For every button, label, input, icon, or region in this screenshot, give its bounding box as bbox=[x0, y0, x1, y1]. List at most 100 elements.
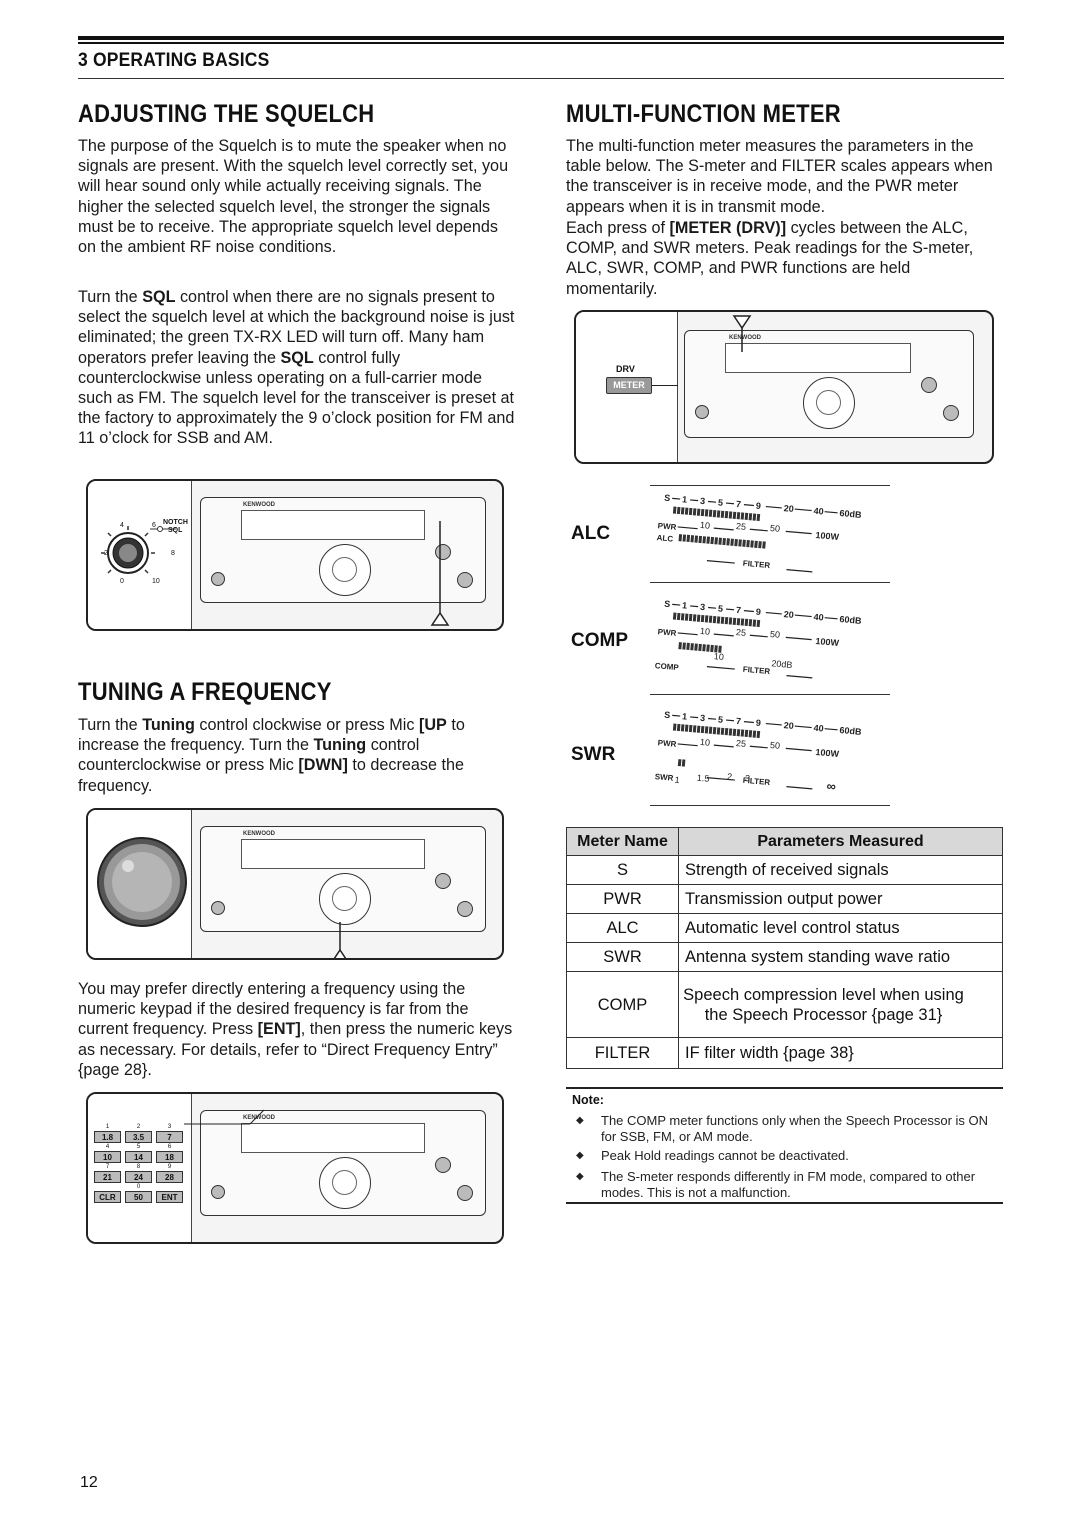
scale-2: 2 bbox=[104, 550, 108, 557]
meter-name-cell: FILTER bbox=[566, 1037, 679, 1069]
sql-knob-inset: NOTCH SQL 4 6 2 8 0 10 bbox=[88, 481, 192, 629]
meter-radio-illustration: DRV METER KENWOOD bbox=[574, 310, 994, 464]
radio-display bbox=[241, 510, 425, 540]
tuning-knob bbox=[803, 377, 855, 429]
s-scale-label: 20 bbox=[783, 503, 794, 514]
notch-label: NOTCH bbox=[163, 519, 188, 526]
s-meter-segment bbox=[708, 509, 713, 517]
comp-meter-segment bbox=[686, 642, 690, 651]
pwr-scale-line bbox=[677, 743, 698, 747]
sql-knob-icon bbox=[101, 526, 176, 574]
pwr-scale-label: 100W bbox=[815, 747, 840, 759]
keypad-key[interactable]: 18 bbox=[156, 1151, 183, 1163]
s-meter-segment bbox=[680, 507, 685, 515]
s-meter-segment bbox=[688, 507, 693, 516]
note-item: ◆Peak Hold readings cannot be deactivate… bbox=[576, 1148, 849, 1163]
meter-name-header: Meter Name bbox=[566, 827, 679, 856]
s-meter-segment bbox=[736, 729, 741, 737]
alc-meter-segment bbox=[754, 540, 758, 548]
keypad-key[interactable]: 1.8 bbox=[94, 1131, 121, 1143]
parameter-cell: IF filter width {page 38} bbox=[678, 1037, 1003, 1069]
s-meter-segment bbox=[728, 617, 733, 625]
pwr-scale-label: 10 bbox=[700, 737, 711, 748]
keypad-key[interactable]: 28 bbox=[156, 1171, 183, 1183]
meter-rule bbox=[650, 805, 890, 806]
chapter-underline bbox=[78, 78, 1004, 79]
drv-label: DRV bbox=[616, 364, 635, 374]
s-meter-segment bbox=[724, 511, 729, 519]
s-meter-segment bbox=[716, 727, 721, 735]
s-scale-label: 9 bbox=[755, 718, 761, 728]
s-meter-segment bbox=[752, 619, 757, 627]
s-meter-segment bbox=[692, 508, 697, 516]
alc-meter-segment bbox=[690, 535, 695, 543]
scale-6: 6 bbox=[152, 522, 156, 529]
s-meter-segment bbox=[740, 512, 745, 520]
s-meter-segment bbox=[696, 614, 701, 622]
filter-line bbox=[786, 785, 813, 790]
keypad-key[interactable]: 21 bbox=[94, 1171, 121, 1183]
s-meter-segment bbox=[756, 730, 761, 739]
alc-meter-segment bbox=[726, 538, 730, 546]
header-rule bbox=[78, 36, 1004, 44]
comp-meter-segment bbox=[714, 645, 718, 653]
alc-meter-segment bbox=[750, 540, 754, 548]
keypad-sub-label: 9 bbox=[167, 1164, 172, 1170]
s-scale-label: 20 bbox=[783, 609, 794, 620]
pwr-scale-label: 50 bbox=[770, 740, 781, 751]
meter-button-inset: DRV METER bbox=[576, 312, 678, 462]
keypad-key[interactable]: ENT bbox=[156, 1191, 183, 1203]
swr-scale-label: 2 bbox=[727, 771, 733, 781]
s-meter-segment bbox=[704, 726, 709, 734]
alc-meter-segment bbox=[710, 536, 714, 545]
alc-meter-segment bbox=[694, 535, 699, 543]
s-meter-segment bbox=[684, 507, 689, 515]
keypad-key[interactable]: 3.5 bbox=[125, 1131, 152, 1143]
brand-label: KENWOOD bbox=[243, 1115, 275, 1121]
brand-label: KENWOOD bbox=[243, 831, 275, 837]
alc-meter-segment bbox=[706, 536, 711, 544]
keypad-key[interactable]: 24 bbox=[125, 1171, 152, 1183]
s-scale-label: S bbox=[664, 599, 671, 609]
keypad-key[interactable]: 7 bbox=[156, 1131, 183, 1143]
s-meter-segment bbox=[700, 508, 705, 517]
keypad-sub-label: 3 bbox=[167, 1124, 172, 1130]
s-scale-label: 60dB bbox=[839, 508, 862, 520]
pointer-arrow-icon bbox=[430, 521, 450, 626]
tuning-paragraph-2: You may prefer directly entering a frequ… bbox=[78, 980, 513, 1079]
keypad-key[interactable]: 10 bbox=[94, 1151, 121, 1163]
tuning-knob bbox=[319, 1157, 371, 1209]
meter-name-cell: S bbox=[566, 855, 679, 885]
tuning-knob bbox=[319, 873, 371, 925]
squelch-paragraph-1: The purpose of the Squelch is to mute th… bbox=[78, 137, 509, 257]
s-scale-label: S bbox=[664, 710, 671, 720]
s-scale-label: 9 bbox=[755, 607, 761, 617]
comp-meter-segment bbox=[682, 642, 686, 650]
alc-meter-segment bbox=[738, 539, 742, 547]
scale-10: 10 bbox=[152, 578, 160, 585]
s-scale-line bbox=[765, 611, 782, 615]
alc-meter-segment bbox=[686, 534, 691, 543]
mic-jack bbox=[211, 572, 225, 586]
filter-line bbox=[706, 777, 735, 781]
s-scale-label: 3 bbox=[700, 602, 706, 612]
s-meter-segment bbox=[688, 724, 693, 733]
keypad-key[interactable]: 14 bbox=[125, 1151, 152, 1163]
alc-meter-segment bbox=[678, 534, 683, 542]
s-meter-segment bbox=[688, 613, 693, 622]
keypad-key[interactable]: 50 bbox=[125, 1191, 152, 1203]
s-scale-label: 40 bbox=[813, 506, 824, 517]
keypad-key[interactable]: CLR bbox=[94, 1191, 121, 1203]
parameters-header: Parameters Measured bbox=[678, 827, 1003, 856]
s-meter-segment bbox=[708, 726, 713, 734]
s-meter-segment bbox=[704, 615, 709, 623]
af-knob bbox=[435, 1157, 451, 1173]
swr-meter-segment bbox=[681, 759, 686, 767]
s-meter-segment bbox=[744, 512, 749, 521]
s-scale-line bbox=[708, 717, 717, 720]
tuning-paragraph-1: Turn the Tuning control clockwise or pre… bbox=[78, 716, 465, 795]
transceiver-front-panel: KENWOOD bbox=[684, 330, 974, 438]
radio-display bbox=[241, 1123, 425, 1153]
